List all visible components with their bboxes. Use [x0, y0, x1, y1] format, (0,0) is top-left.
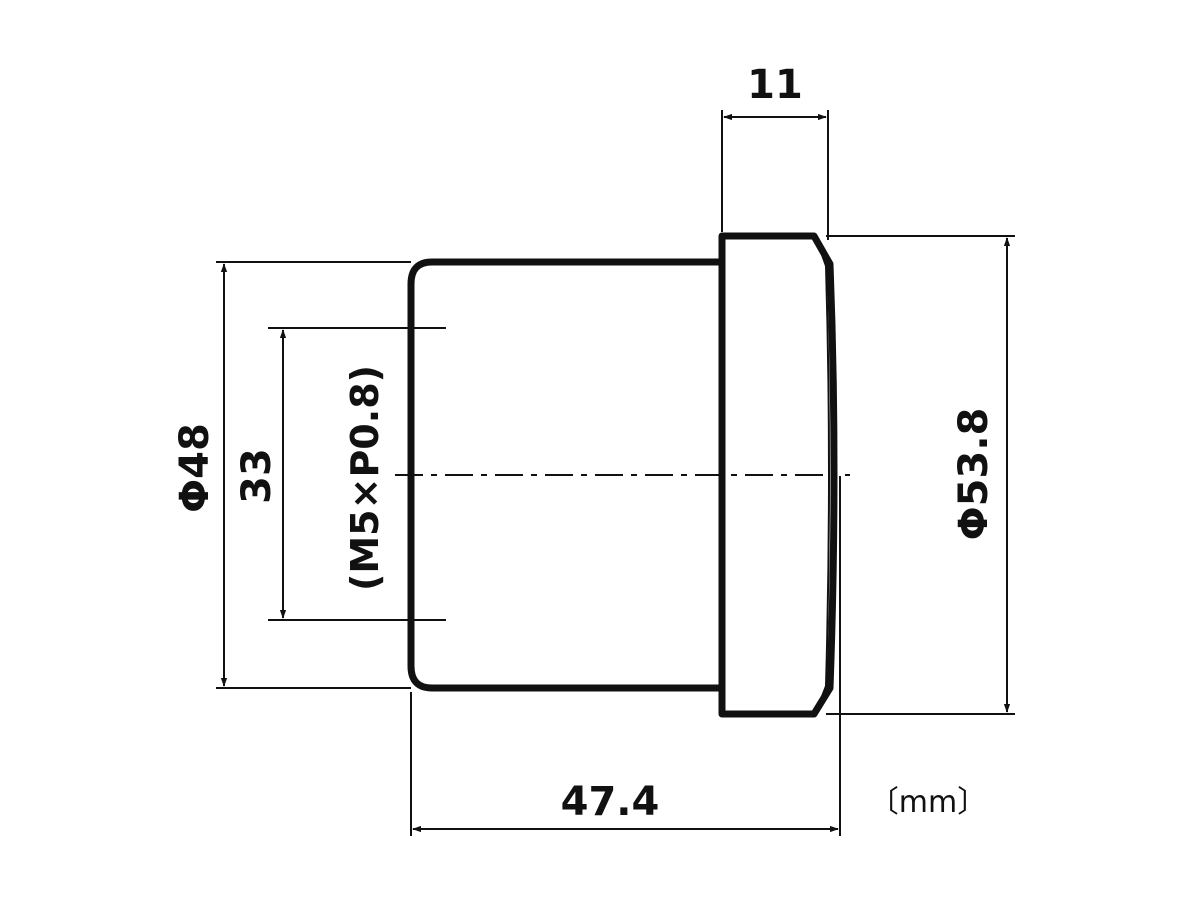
- label-thread-pitch-circle: 33: [234, 448, 280, 504]
- label-flange-diameter: Φ53.8: [951, 408, 997, 541]
- label-flange-width: 11: [747, 62, 803, 108]
- units-label: 〔mm〕: [869, 785, 987, 820]
- flange-chamfer-line: [815, 237, 830, 713]
- label-body-diameter: Φ48: [172, 423, 218, 513]
- dimension-lines: [220, 113, 1011, 833]
- extension-lines: [216, 110, 1015, 836]
- label-overall-length: 47.4: [561, 779, 660, 825]
- flange: [718, 232, 838, 718]
- label-thread-spec: (M5×P0.8): [343, 365, 387, 591]
